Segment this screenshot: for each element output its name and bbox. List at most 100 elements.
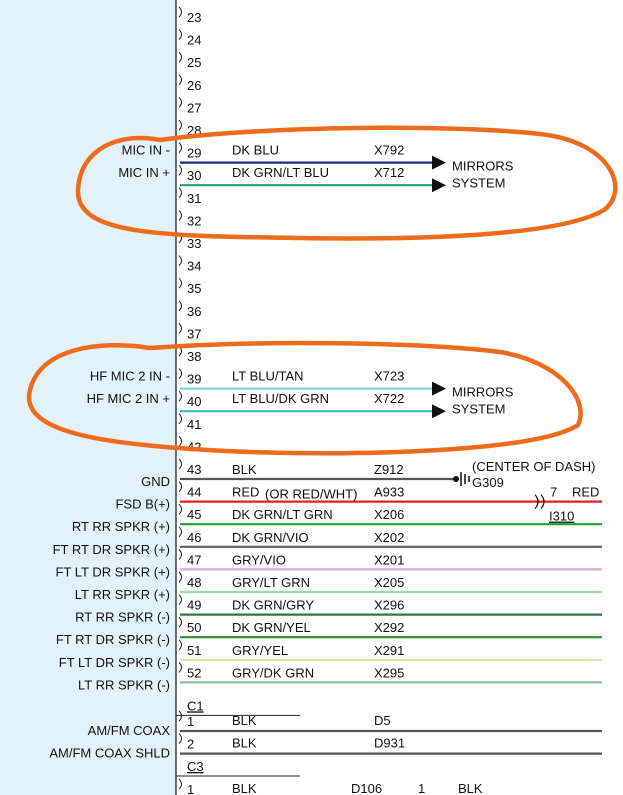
pin-number: 29 <box>187 146 201 161</box>
annotation-loop-hf-mic <box>26 340 583 456</box>
connector-name: C3 <box>187 759 204 774</box>
pin-bracket <box>178 594 182 605</box>
circuit-id: D106 <box>351 781 382 795</box>
circuit-id: X295 <box>374 665 404 680</box>
pin-number: 37 <box>187 326 201 341</box>
pin-number: 46 <box>187 530 201 545</box>
pin-bracket <box>178 119 182 131</box>
pin-bracket <box>178 277 182 289</box>
pin-number: 45 <box>187 507 201 522</box>
signal-label: MIC IN + <box>118 165 170 180</box>
pin-bracket <box>178 710 182 722</box>
arrow-head <box>432 381 446 396</box>
signal-label: FT LT DR SPKR (+) <box>56 564 171 579</box>
pin-bracket <box>178 778 182 790</box>
pin-number: 47 <box>187 552 201 567</box>
pin-number: 24 <box>187 33 201 48</box>
pin-number: 1 <box>187 782 194 795</box>
pin-number: 34 <box>187 259 201 274</box>
pin-bracket <box>178 300 182 312</box>
signal-label: AM/FM COAX <box>88 723 171 738</box>
signal-label: AM/FM COAX SHLD <box>49 746 170 761</box>
wire-color-text: DK GRN/LT BLU <box>232 165 329 180</box>
pin-number: 1 <box>187 714 194 729</box>
circuit-id: X792 <box>374 143 404 158</box>
pin-number: 41 <box>187 417 201 432</box>
pin-number: 38 <box>187 349 201 364</box>
pin-bracket <box>178 549 182 560</box>
wire-color-text: DK GRN/YEL <box>232 620 311 635</box>
pin-bracket <box>178 662 182 673</box>
pin-bracket <box>178 571 182 583</box>
pin-bracket <box>178 639 182 651</box>
wire-color-text: BLK <box>458 781 483 795</box>
wire-color-text: GRY/LT GRN <box>232 575 310 590</box>
pin-bracket <box>178 187 182 199</box>
pin-number: 43 <box>187 462 201 477</box>
pin-bracket <box>178 97 182 108</box>
wire-color-text: BLK <box>232 462 257 477</box>
destination-label: MIRRORS <box>452 385 514 400</box>
circuit-id: X723 <box>374 369 404 384</box>
wire-color-text: LT BLU/TAN <box>232 369 304 384</box>
destination-label: SYSTEM <box>452 402 505 417</box>
pin-number: 52 <box>187 665 201 680</box>
signal-label: LT RR SPKR (-) <box>78 677 170 692</box>
pin-bracket <box>178 458 182 470</box>
pin-bracket <box>178 74 182 86</box>
circuit-id: Z912 <box>374 462 404 477</box>
circuit-id: A933 <box>374 485 404 500</box>
ground-location-note: (CENTER OF DASH) <box>472 459 596 474</box>
connector-reference: I310 <box>549 509 574 524</box>
wire-color-text: LT BLU/DK GRN <box>232 391 329 406</box>
pin-number: 27 <box>187 100 201 115</box>
pin-number: 49 <box>187 598 201 613</box>
circuit-id: X296 <box>374 598 404 613</box>
circuit-id: X202 <box>374 530 404 545</box>
pin-number: 44 <box>187 485 201 500</box>
pin-number: 23 <box>187 10 201 25</box>
pin-bracket <box>178 323 182 334</box>
pin-bracket <box>178 51 182 63</box>
inline-wire-color: RED <box>572 485 599 500</box>
circuit-id: X292 <box>374 620 404 635</box>
pin-bracket <box>178 6 182 18</box>
arrow-head <box>432 155 446 170</box>
pin-number: 32 <box>187 213 201 228</box>
signal-label: FT LT DR SPKR (-) <box>59 655 170 670</box>
inline-pin-number: 1 <box>418 781 425 795</box>
splice-dot <box>453 476 459 482</box>
pin-number: 40 <box>187 394 201 409</box>
pin-number: 51 <box>187 643 201 658</box>
signal-label: LT RR SPKR (+) <box>75 587 170 602</box>
signal-label: MIC IN - <box>122 143 170 158</box>
pin-number: 36 <box>187 304 201 319</box>
pin-bracket <box>178 255 182 266</box>
wire-color-text: DK GRN/LT GRN <box>232 507 333 522</box>
pin-bracket <box>178 390 182 402</box>
pin-number: 26 <box>187 78 201 93</box>
pin-bracket <box>178 481 182 492</box>
pin-bracket <box>178 368 182 379</box>
circuit-id: X722 <box>374 391 404 406</box>
pin-number: 30 <box>187 168 201 183</box>
pin-number: 31 <box>187 191 201 206</box>
circuit-id: X201 <box>374 552 404 567</box>
pin-bracket <box>178 142 182 153</box>
annotation-loop-mic-in <box>75 125 618 241</box>
signal-label: FSD B(+) <box>115 497 170 512</box>
wire-color-text: BLK <box>232 781 257 795</box>
inline-pin-number: 7 <box>550 485 557 500</box>
destination-label: MIRRORS <box>452 159 514 174</box>
pin-number: 25 <box>187 55 201 70</box>
signal-label: RT RR SPKR (+) <box>72 519 170 534</box>
pin-number: 50 <box>187 620 201 635</box>
wire-color-text: BLK <box>232 736 257 751</box>
inline-connector-icon <box>534 494 545 509</box>
pin-number: 48 <box>187 575 201 590</box>
circuit-id: D931 <box>374 736 405 751</box>
signal-label: HF MIC 2 IN - <box>90 369 170 384</box>
pin-bracket <box>178 503 182 515</box>
signal-label: RT RR SPKR (-) <box>75 610 170 625</box>
pin-bracket <box>178 164 182 176</box>
